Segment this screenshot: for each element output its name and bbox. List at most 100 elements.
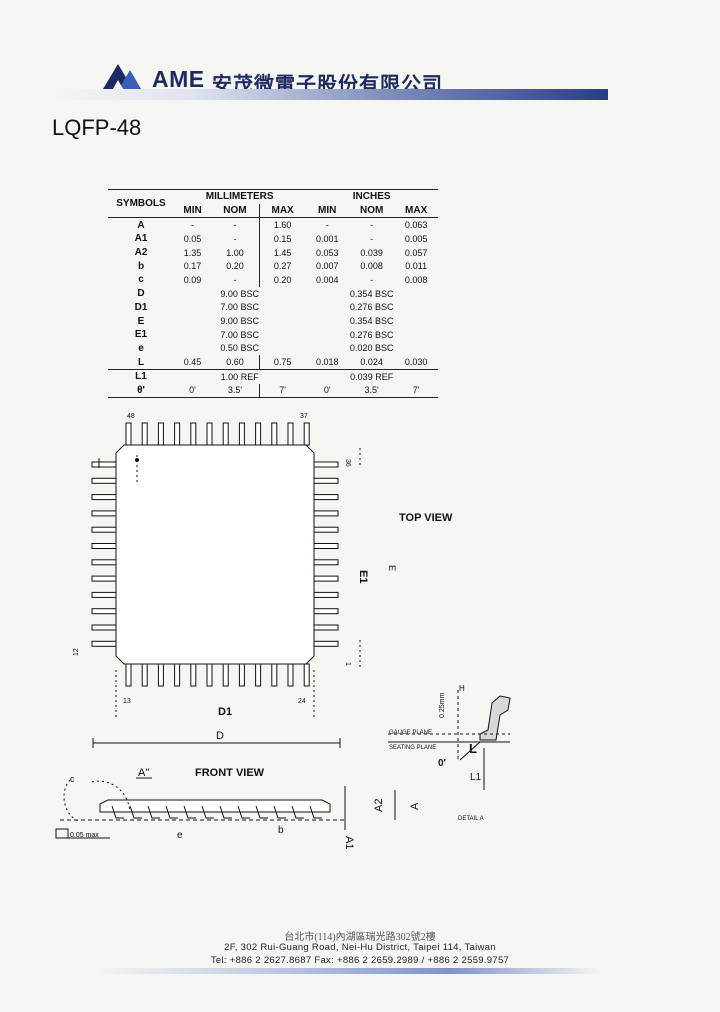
pin-label-24: 24 — [298, 698, 306, 705]
symbol-cell: b — [137, 260, 145, 272]
front-lead — [111, 805, 124, 819]
front-body — [99, 799, 331, 813]
value-cell: - — [233, 233, 237, 244]
in-bsc-cell: 0.276 BSC — [349, 329, 394, 340]
value-cell: 3.5' — [227, 385, 243, 396]
front-lead — [165, 805, 178, 819]
pin-bottom — [157, 663, 164, 687]
pin-left — [91, 461, 117, 468]
dim-e-label: E — [387, 565, 397, 571]
pin-top — [303, 422, 310, 446]
pin-bottom — [125, 663, 132, 687]
front-lead — [183, 805, 196, 819]
pin-label-48: 48 — [127, 413, 135, 420]
pin-left — [91, 608, 117, 615]
in-bsc-cell: 0.354 BSC — [349, 316, 394, 327]
contact-info: Tel: +886 2 2627.8687 Fax: +886 2 2659.2… — [210, 955, 510, 966]
pin-top — [206, 422, 213, 446]
front-lead — [255, 805, 268, 819]
table-row: θ'0'3.5'7'0'3.5'7' — [108, 383, 438, 398]
value-cell: 0.008 — [404, 274, 428, 285]
front-view-label: FRONT VIEW — [195, 767, 265, 779]
detail-h-label: H — [459, 684, 465, 693]
value-cell: 0.05 — [183, 233, 202, 244]
value-cell: - — [370, 274, 374, 285]
pin-label-13: 13 — [123, 698, 131, 705]
symbols-header: SYMBOLS — [116, 198, 166, 210]
pins-left — [91, 461, 117, 647]
value-cell: 1.35 — [183, 247, 202, 258]
pin-left — [91, 575, 117, 582]
front-c-label: c — [70, 774, 75, 784]
value-cell: 0.018 — [315, 357, 339, 368]
in-bsc-cell: 0.020 BSC — [349, 343, 394, 354]
tolerance-box — [55, 828, 69, 839]
pin-top — [271, 422, 278, 446]
symbol-cell: L1 — [135, 371, 147, 383]
pin-right — [313, 608, 339, 615]
pin-left — [91, 477, 117, 484]
pin-top — [255, 422, 262, 446]
dim-d1-label: D1 — [218, 706, 232, 718]
pin-right — [313, 624, 339, 631]
mm-bsc-cell: 0.50 BSC — [220, 343, 259, 354]
col-header: MAX — [405, 205, 428, 217]
pin-top — [125, 422, 132, 446]
front-lead — [201, 805, 214, 819]
value-cell: 7' — [412, 385, 420, 396]
pin-bottom — [271, 663, 278, 687]
pin-left — [91, 543, 117, 549]
value-cell: - — [325, 220, 329, 231]
mm-bsc-cell: 9.00 BSC — [220, 316, 259, 327]
pin-right — [313, 477, 339, 484]
front-lead — [219, 805, 232, 819]
dimension-table: SYMBOLS MILLIMETERS INCHES MIN NOM MAX M… — [108, 189, 438, 398]
tolerance-label: 0.05 max — [70, 832, 99, 839]
front-lead — [291, 805, 304, 819]
value-cell: 1.00 — [226, 247, 244, 258]
pin-label-1: 1 — [344, 662, 351, 666]
pin-left — [91, 624, 117, 631]
detail-view-drawing — [388, 690, 511, 790]
value-cell: - — [370, 220, 374, 231]
pin-right — [313, 461, 339, 468]
seating-plane-label: SEATING PLANE — [389, 745, 436, 751]
value-cell: 1.60 — [258, 217, 306, 233]
dim-d-label: D — [216, 730, 224, 742]
value-cell: 1.45 — [258, 245, 306, 260]
pins-top — [125, 422, 310, 446]
value-cell: 0.005 — [404, 233, 428, 244]
symbol-cell: e — [138, 342, 144, 354]
pin-label-37: 37 — [300, 413, 308, 420]
value-cell: 0.20 — [258, 273, 306, 287]
value-cell: 0.039 — [360, 247, 383, 258]
pin-right — [313, 640, 339, 647]
col-header: MIN — [183, 205, 202, 217]
detail-gauge-dim: 0.25mm — [439, 693, 446, 718]
value-cell: 0.27 — [258, 259, 306, 274]
pin-top — [141, 422, 148, 446]
value-cell: 0.004 — [315, 274, 339, 285]
dim-e1-label: E1 — [357, 570, 369, 583]
symbol-cell: D1 — [134, 301, 148, 313]
pin-right — [313, 591, 339, 598]
front-lead — [147, 805, 160, 819]
value-cell: 0.001 — [315, 233, 339, 244]
detail-theta-label: 0' — [438, 758, 446, 769]
front-a2-label: A2 — [373, 799, 385, 812]
front-leads — [111, 805, 322, 819]
pin-top — [174, 422, 181, 446]
value-cell: 0' — [323, 385, 331, 396]
value-cell: - — [233, 274, 237, 285]
mm-header: MILLIMETERS — [205, 191, 274, 203]
col-header: MAX — [258, 203, 306, 218]
gauge-plane-label: GAUGE PLANE — [389, 730, 432, 736]
package-body — [115, 444, 315, 665]
pin-label-36: 36 — [344, 459, 351, 467]
front-lead — [309, 805, 322, 819]
